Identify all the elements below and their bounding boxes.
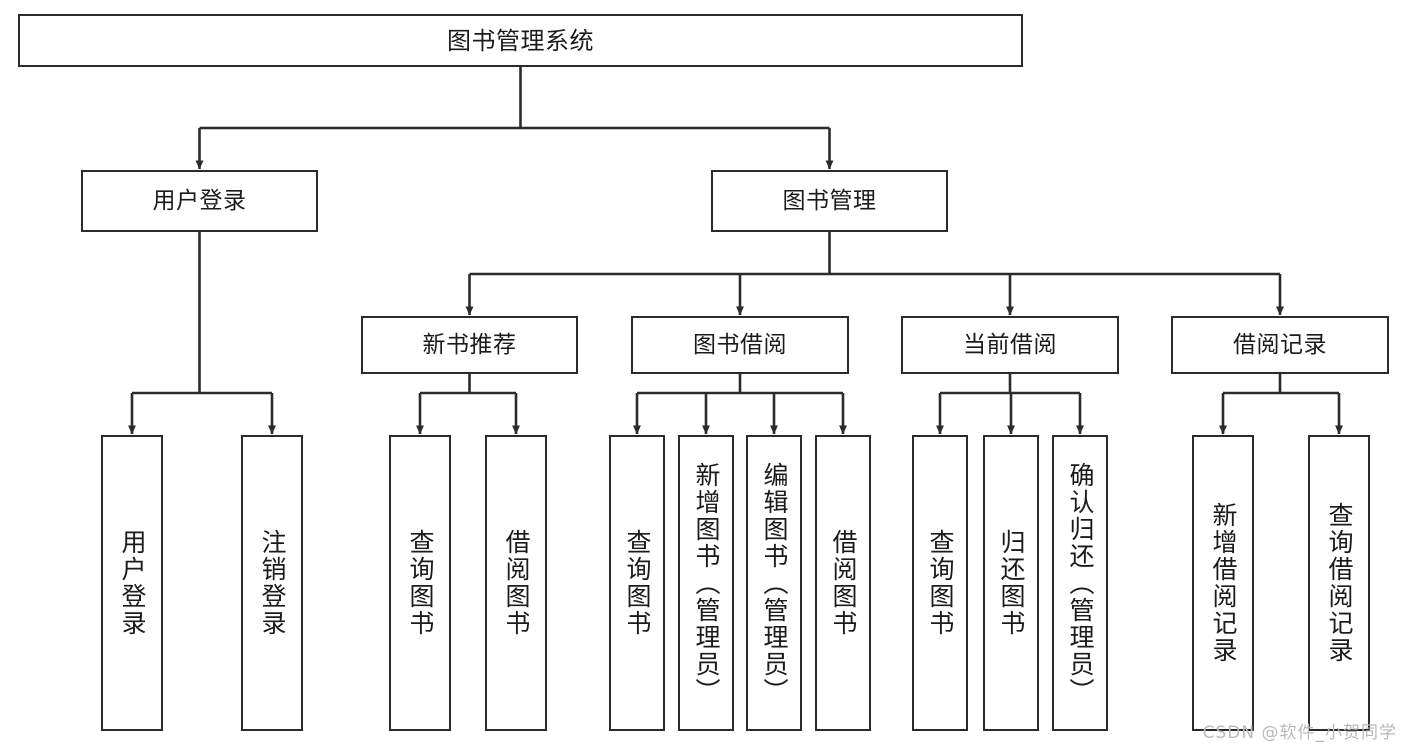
node-edit-book[interactable]: 编辑图书（管理员） xyxy=(746,435,802,731)
node-query-book-2[interactable]: 查询图书 xyxy=(609,435,665,731)
node-label: 编辑图书（管理员） xyxy=(760,461,789,705)
node-label: 新书推荐 xyxy=(422,331,517,358)
node-logout[interactable]: 注销登录 xyxy=(241,435,303,731)
node-label: 注销登录 xyxy=(258,529,287,637)
node-return-book[interactable]: 归还图书 xyxy=(983,435,1039,731)
node-new-book-rec[interactable]: 新书推荐 xyxy=(361,316,578,374)
node-label: 确认归还（管理员） xyxy=(1066,461,1095,705)
node-label: 用户登录 xyxy=(152,187,247,214)
node-label: 查询借阅记录 xyxy=(1325,502,1354,664)
node-user-login[interactable]: 用户登录 xyxy=(81,170,318,232)
node-login[interactable]: 用户登录 xyxy=(101,435,163,731)
node-label: 借阅图书 xyxy=(502,529,531,637)
node-root[interactable]: 图书管理系统 xyxy=(18,14,1023,67)
node-label: 归还图书 xyxy=(997,529,1026,637)
node-add-book[interactable]: 新增图书（管理员） xyxy=(678,435,734,731)
node-label: 新增图书（管理员） xyxy=(692,461,721,705)
node-add-record[interactable]: 新增借阅记录 xyxy=(1192,435,1254,731)
node-book-borrow[interactable]: 图书借阅 xyxy=(631,316,849,374)
edge-group xyxy=(128,67,1343,435)
node-query-book-1[interactable]: 查询图书 xyxy=(389,435,451,731)
csdn-watermark: CSDN @软件_小贺同学 xyxy=(1202,723,1397,743)
node-borrow-book-2[interactable]: 借阅图书 xyxy=(815,435,871,731)
node-label: 图书管理 xyxy=(782,187,877,214)
node-label: 当前借阅 xyxy=(963,331,1057,358)
node-label: 借阅图书 xyxy=(829,529,858,637)
node-borrow-record[interactable]: 借阅记录 xyxy=(1171,316,1389,374)
node-label: 用户登录 xyxy=(118,529,147,637)
node-label: 图书借阅 xyxy=(693,331,787,358)
node-label: 借阅记录 xyxy=(1233,331,1327,358)
node-label: 查询图书 xyxy=(406,529,435,637)
node-current-borrow[interactable]: 当前借阅 xyxy=(901,316,1119,374)
node-label: 查询图书 xyxy=(926,529,955,637)
node-label: 查询图书 xyxy=(623,529,652,637)
node-label: 新增借阅记录 xyxy=(1209,502,1238,664)
node-label: 图书管理系统 xyxy=(447,26,594,55)
node-confirm-return[interactable]: 确认归还（管理员） xyxy=(1052,435,1108,731)
node-borrow-book-1[interactable]: 借阅图书 xyxy=(485,435,547,731)
node-book-manage[interactable]: 图书管理 xyxy=(711,170,948,232)
node-query-book-3[interactable]: 查询图书 xyxy=(912,435,968,731)
node-query-record[interactable]: 查询借阅记录 xyxy=(1308,435,1370,731)
